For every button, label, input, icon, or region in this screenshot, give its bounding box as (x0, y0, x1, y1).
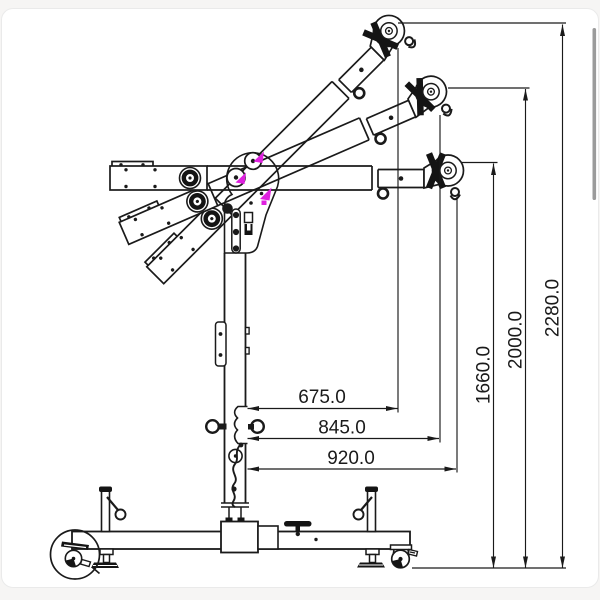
dim-label-1660: 1660.0 (474, 346, 495, 404)
caster-brake-pedal[interactable] (79, 558, 92, 568)
dim-label-845: 845.0 (318, 418, 366, 439)
annotation-marker-icon (253, 151, 264, 163)
scrollbar-thumb[interactable] (592, 28, 597, 200)
dim-label-2280: 2280.0 (543, 279, 564, 337)
mast-column (204, 253, 265, 523)
dim-2280: 2280.0 (543, 24, 565, 568)
annotation-marker-icon (261, 200, 267, 205)
dim-2000: 2000.0 (506, 89, 528, 568)
eye-bolt-left (204, 419, 220, 435)
base-center-block (220, 520, 259, 554)
dim-675: 675.0 (247, 387, 398, 411)
winch-cable (231, 443, 242, 508)
boom-positions (110, 8, 464, 290)
right-leveling-jack (352, 486, 385, 568)
crank-knob[interactable] (352, 508, 365, 521)
annotation-marker-icon (260, 187, 272, 201)
dim-label-675: 675.0 (298, 387, 346, 408)
clamp-t-handle[interactable] (284, 521, 312, 537)
dim-label-920: 920.0 (327, 448, 375, 469)
annotation-markers (235, 151, 272, 205)
boom-position-raised-high (138, 8, 420, 290)
left-leveling-jack (91, 486, 127, 568)
crank-knob[interactable] (114, 508, 127, 521)
pivot-bolt (222, 203, 233, 214)
base-frame (49, 486, 419, 580)
right-caster-wheel (389, 544, 419, 569)
dim-1660: 1660.0 (474, 163, 496, 568)
detail-callout-circle (49, 529, 101, 580)
dimensions: 675.0 845.0 920.0 1660.0 2000.0 2280.0 (247, 22, 566, 569)
cable-clamp (204, 405, 265, 445)
dim-920: 920.0 (247, 448, 456, 472)
left-caster-detail (49, 529, 101, 580)
annotation-marker-icon (235, 172, 246, 184)
pivot-head-bracket (222, 151, 280, 254)
mast-mounting-plate (214, 321, 227, 367)
dim-845: 845.0 (247, 418, 439, 441)
dim-label-2000: 2000.0 (506, 311, 527, 369)
